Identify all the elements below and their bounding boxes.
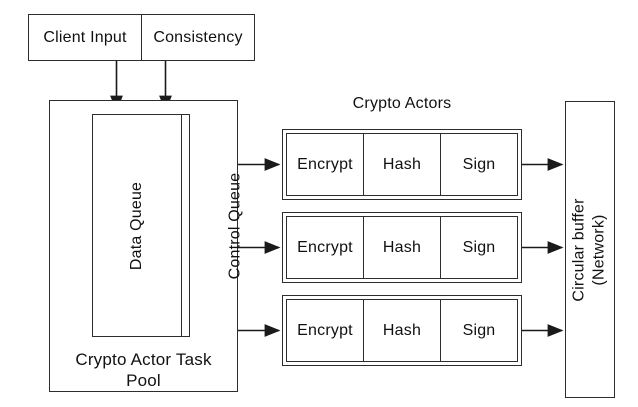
task-pool-label-line2: Pool — [126, 371, 161, 390]
sign-cell: Sign — [440, 300, 517, 361]
actor-row-2: Encrypt Hash Sign — [282, 212, 522, 283]
data-queue-label: Data Queue — [128, 181, 146, 270]
encrypt-cell: Encrypt — [297, 238, 353, 256]
actor-row-3-inner: Encrypt Hash Sign — [286, 299, 518, 362]
client-input-label: Client Input — [43, 28, 127, 46]
actor-row-3: Encrypt Hash Sign — [282, 295, 522, 366]
circular-buffer-label-line2: (Network) — [591, 213, 608, 286]
crypto-actors-title: Crypto Actors — [352, 95, 452, 112]
consistency-label: Consistency — [153, 28, 243, 46]
hash-cell: Hash — [363, 300, 440, 361]
actor-row-2-inner: Encrypt Hash Sign — [286, 216, 518, 279]
sign-cell: Sign — [440, 217, 517, 278]
control-queue-box: Control Queue — [181, 115, 289, 336]
circular-buffer-box: Circular buffer (Network) — [565, 101, 615, 398]
hash-cell: Hash — [363, 134, 440, 195]
data-queue-box: Data Queue — [93, 115, 181, 336]
control-queue-label: Control Queue — [226, 172, 244, 279]
queue-boxes: Data Queue Control Queue — [92, 114, 244, 337]
task-pool-label: Crypto Actor Task Pool — [49, 349, 238, 391]
input-boxes: Client Input Consistency — [28, 14, 255, 61]
circular-buffer-label-line1: Circular buffer — [571, 197, 588, 302]
actor-row-1-inner: Encrypt Hash Sign — [286, 133, 518, 196]
encrypt-cell: Encrypt — [297, 155, 353, 173]
actor-row-1: Encrypt Hash Sign — [282, 129, 522, 200]
circular-buffer-label: Circular buffer (Network) — [570, 198, 610, 301]
sign-cell: Sign — [440, 134, 517, 195]
hash-cell: Hash — [363, 217, 440, 278]
consistency-box: Consistency — [141, 15, 254, 60]
client-input-box: Client Input — [29, 15, 141, 60]
encrypt-cell: Encrypt — [297, 321, 353, 339]
task-pool-label-line1: Crypto Actor Task — [75, 350, 212, 369]
